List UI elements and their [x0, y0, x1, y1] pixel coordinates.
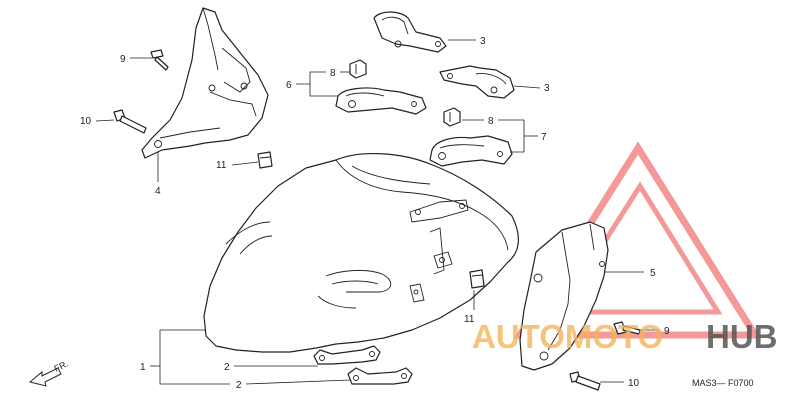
clamp-part-3-lower: [439, 65, 515, 99]
callout-2-lower: 2: [236, 380, 242, 391]
callout-8-lower: 8: [488, 116, 494, 127]
stay-part-2-lower: [347, 367, 413, 385]
bracket-part-4: [141, 7, 269, 159]
collar-part-8-lower: [443, 107, 461, 127]
clamp-part-7: [429, 135, 513, 167]
callout-2-upper: 2: [224, 362, 230, 373]
callout-3-lower: 3: [544, 83, 550, 94]
front-direction-arrow-icon: [28, 367, 62, 387]
clip-nut-part-11-upper: [257, 151, 273, 169]
bolt-part-10-lower: [569, 371, 601, 391]
callout-10-lower: 10: [628, 378, 640, 389]
callout-7: 7: [541, 132, 547, 143]
callout-5: 5: [650, 268, 656, 279]
stay-part-2-upper: [313, 345, 381, 365]
callout-6: 6: [286, 80, 292, 91]
bolt-part-10-upper: [113, 109, 147, 134]
callout-11-upper: 11: [216, 160, 227, 171]
callout-8-upper: 8: [330, 68, 336, 79]
bolt-part-9-lower: [613, 321, 641, 335]
front-direction-label: FR.: [52, 358, 69, 373]
callout-9-upper: 9: [120, 54, 126, 65]
diagram-code: MAS3— F0700: [692, 378, 754, 388]
bolt-part-9-upper: [150, 49, 169, 71]
clip-nut-part-11-lower: [469, 269, 485, 289]
side-cover-part-5: [519, 221, 609, 371]
clamp-part-3-upper: [373, 11, 447, 53]
callout-9-lower: 9: [664, 326, 670, 337]
clamp-part-6: [335, 87, 427, 115]
collar-part-8-upper: [349, 59, 367, 79]
callout-4: 4: [155, 186, 161, 197]
watermark-text-left: AUTOMOTO: [472, 318, 663, 355]
callout-1: 1: [140, 362, 146, 373]
callout-3-upper: 3: [480, 36, 486, 47]
callout-10-upper: 10: [80, 116, 92, 127]
leader-lines: [95, 39, 660, 385]
callout-11-lower: 11: [464, 314, 475, 325]
watermark-text-right: HUB: [706, 318, 778, 355]
front-fender-part-1: [203, 153, 519, 353]
